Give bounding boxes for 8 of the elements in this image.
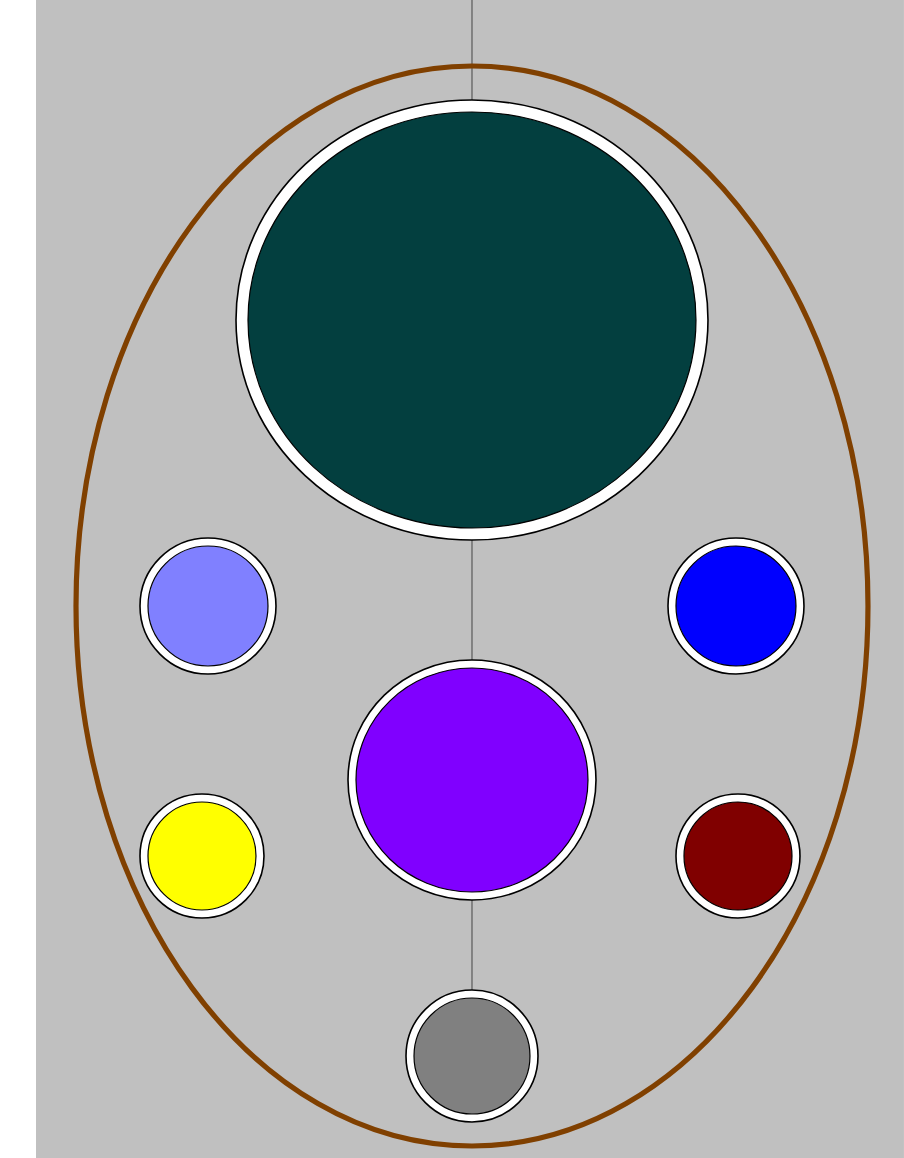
circle bbox=[347, 659, 597, 901]
circle bbox=[139, 793, 265, 919]
circle bbox=[235, 99, 709, 541]
circle bbox=[675, 793, 801, 919]
circle bbox=[667, 537, 805, 675]
circle bbox=[139, 537, 277, 675]
circle bbox=[405, 989, 539, 1123]
oval-outline bbox=[73, 63, 871, 1149]
